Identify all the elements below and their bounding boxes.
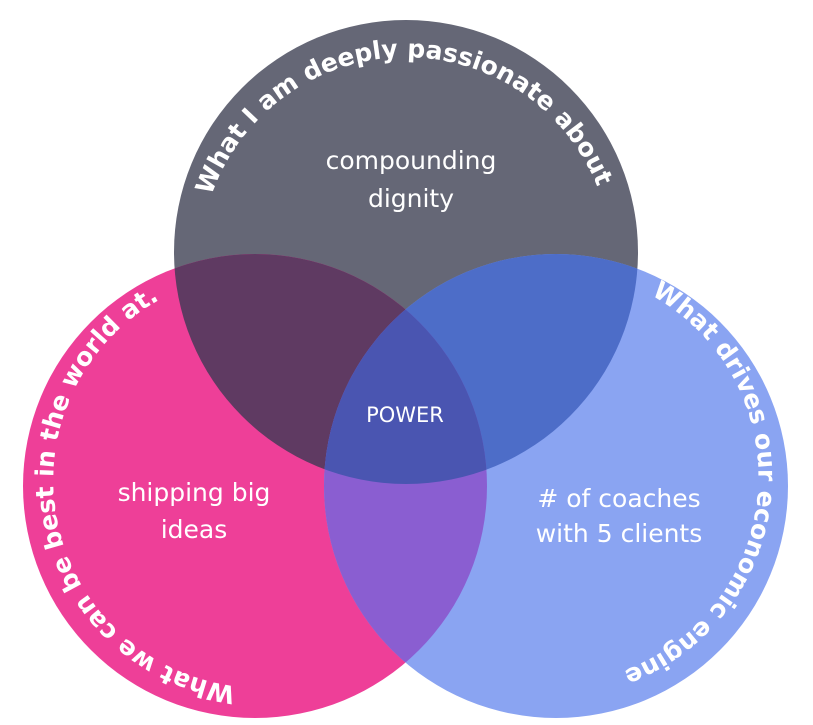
left-content-line2: ideas [161,515,228,544]
right-content-line2: with 5 clients [536,519,703,548]
overlap-center [324,254,487,484]
left-content-line1: shipping big [118,478,271,507]
right-content-line1: # of coaches [537,484,700,513]
top-content-line2: dignity [368,184,454,213]
top-content-line1: compounding [326,146,497,175]
center-label: POWER [366,403,444,427]
